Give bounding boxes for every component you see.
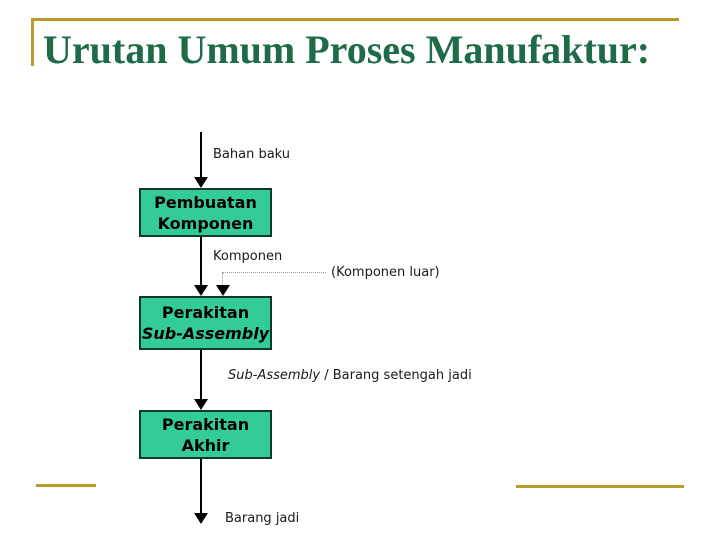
- top-accent-line: [31, 18, 679, 21]
- label-bahan-baku: Bahan baku: [213, 147, 291, 162]
- arrow-down-icon: [194, 513, 208, 524]
- label-subassembly-output: Sub-Assembly / Barang setengah jadi: [228, 368, 472, 384]
- page-title: Urutan Umum Proses Manufaktur:: [43, 27, 651, 72]
- label-komponen-luar: (Komponen luar): [331, 265, 440, 280]
- label-komponen: Komponen: [213, 249, 283, 264]
- box-label-line: Komponen: [157, 213, 254, 233]
- flow-arrow-4-stem: [200, 459, 202, 514]
- bottom-right-accent-line: [516, 485, 684, 488]
- left-accent-bar: [31, 18, 34, 66]
- bottom-left-accent-line: [36, 484, 96, 487]
- flow-arrow-1-stem: [200, 132, 202, 178]
- label-subassembly-rest: / Barang setengah jadi: [320, 368, 472, 383]
- box-label-line: Perakitan: [161, 303, 250, 322]
- box-label-line: Akhir: [181, 435, 230, 455]
- process-box-pembuatan-komponen: Pembuatan Komponen: [139, 188, 272, 237]
- dotted-connector-vertical: [222, 273, 223, 287]
- label-barang-jadi: Barang jadi: [225, 511, 300, 526]
- arrow-down-icon: [194, 399, 208, 410]
- arrow-down-icon: [194, 285, 208, 296]
- box-label-line: Perakitan: [161, 414, 250, 434]
- flow-arrow-3-stem: [200, 350, 202, 400]
- process-box-perakitan-akhir: Perakitan Akhir: [139, 410, 272, 459]
- label-subassembly-italic: Sub-Assembly: [228, 368, 321, 383]
- box-label-line: Sub-Assembly: [141, 324, 270, 343]
- arrow-down-icon: [216, 285, 230, 296]
- process-box-perakitan-subassembly: Perakitan Sub-Assembly: [139, 296, 272, 350]
- dotted-connector-horizontal: [222, 272, 326, 273]
- arrow-down-icon: [194, 177, 208, 188]
- flow-arrow-2-stem: [200, 237, 202, 287]
- box-label-line: Pembuatan: [154, 192, 257, 212]
